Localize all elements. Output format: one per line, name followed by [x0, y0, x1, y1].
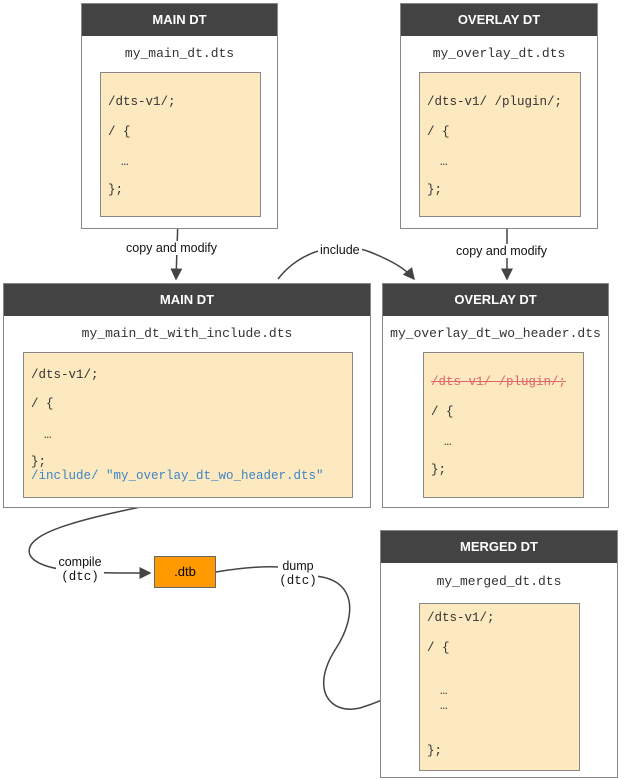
- code-line: …: [440, 699, 448, 713]
- code-line: …: [44, 428, 52, 442]
- box-header: MERGED DT: [381, 531, 617, 563]
- dump-tool: (dtc): [279, 574, 317, 588]
- code-line: };: [427, 744, 443, 758]
- main-dt-include-box: MAIN DT my_main_dt_with_include.dts /dts…: [3, 283, 371, 508]
- compile-text: compile: [58, 555, 102, 569]
- code-line: …: [444, 435, 452, 449]
- code-line: };: [427, 183, 443, 197]
- code-line: };: [108, 183, 124, 197]
- filename: my_main_dt_with_include.dts: [81, 326, 293, 341]
- include-line: /include/ "my_overlay_dt_wo_header.dts": [31, 469, 324, 483]
- code-line: / {: [431, 405, 454, 419]
- dump-text: dump: [282, 559, 314, 573]
- merged-dt-box: MERGED DT my_merged_dt.dts /dts-v1/; / {…: [380, 530, 618, 778]
- box-header: OVERLAY DT: [383, 284, 608, 316]
- code-line: /dts-v1/;: [427, 611, 495, 625]
- filename: my_merged_dt.dts: [436, 574, 562, 589]
- code-block: /dts-v1/; / { … };: [100, 72, 261, 217]
- code-line: };: [431, 463, 447, 477]
- filename: my_overlay_dt_wo_header.dts: [390, 326, 601, 341]
- code-line: /dts-v1/ /plugin/;: [427, 95, 563, 109]
- label-dump: dump(dtc): [278, 559, 318, 588]
- struck-header-line: /dts-v1/ /plugin/;: [431, 375, 567, 389]
- box-header: MAIN DT: [82, 4, 277, 36]
- dtb-box: .dtb: [154, 556, 216, 588]
- compile-tool: (dtc): [61, 570, 99, 584]
- code-line: /dts-v1/;: [108, 95, 176, 109]
- code-line: /dts-v1/;: [31, 368, 99, 382]
- overlay-dt-box: OVERLAY DT my_overlay_dt.dts /dts-v1/ /p…: [400, 3, 598, 229]
- code-block: /dts-v1/ /plugin/; / { … };: [419, 72, 581, 217]
- code-block: /dts-v1/; / { … … };: [419, 603, 580, 771]
- code-line: …: [440, 684, 448, 698]
- label-include: include: [318, 243, 362, 257]
- filename: my_main_dt.dts: [124, 46, 235, 61]
- code-line: / {: [427, 641, 450, 655]
- code-line: / {: [427, 125, 450, 139]
- code-line: / {: [31, 397, 54, 411]
- box-header: OVERLAY DT: [401, 4, 597, 36]
- filename: my_overlay_dt.dts: [432, 46, 566, 61]
- code-line: …: [121, 155, 129, 169]
- arrow-include: [277, 246, 415, 281]
- label-copy-modify-right: copy and modify: [456, 244, 548, 258]
- code-block: /dts-v1/ /plugin/; / { … };: [423, 352, 584, 498]
- label-compile: compile(dtc): [56, 555, 104, 584]
- code-line: / {: [108, 125, 131, 139]
- code-line: …: [440, 155, 448, 169]
- line-dtb-dump: [215, 566, 281, 573]
- code-block: /dts-v1/; / { … }; /include/ "my_overlay…: [23, 352, 353, 498]
- overlay-wo-header-box: OVERLAY DT my_overlay_dt_wo_header.dts /…: [382, 283, 609, 508]
- main-dt-box: MAIN DT my_main_dt.dts /dts-v1/; / { … }…: [81, 3, 278, 229]
- label-copy-modify-left: copy and modify: [126, 241, 218, 255]
- code-line: };: [31, 455, 47, 469]
- box-header: MAIN DT: [4, 284, 370, 316]
